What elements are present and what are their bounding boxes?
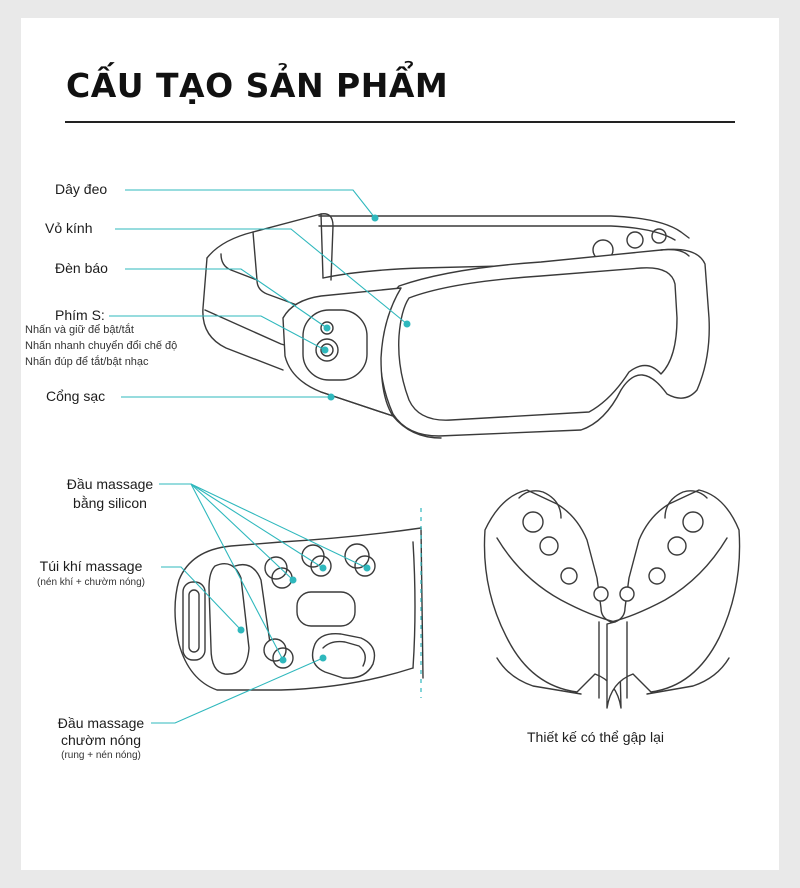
label-key-line2: Nhấn nhanh chuyển đổi chế độ — [25, 340, 178, 352]
inner-cushion-view — [174, 508, 424, 698]
infographic-page: CẤU TẠO SẢN PHẨM Dây đeo Vỏ kính Đèn báo… — [21, 18, 779, 870]
label-shell: Vỏ kính — [45, 220, 93, 236]
label-indicator: Đèn báo — [55, 260, 108, 276]
label-silicone-line1: Đầu massage — [66, 476, 154, 492]
label-heated-line1: Đầu massage — [57, 715, 145, 731]
title-divider — [65, 121, 735, 123]
page-title: CẤU TẠO SẢN PHẨM — [66, 66, 449, 105]
label-airbag-title: Túi khí massage — [39, 558, 143, 574]
diagram-art: .ink { fill: none; stroke: #3a3a3a; stro… — [109, 189, 741, 724]
leader-lines — [109, 189, 411, 724]
label-key-title: Phím S: — [55, 307, 105, 323]
label-heated-sub: (rung + nén nóng) — [61, 750, 141, 761]
label-strap: Dây đeo — [55, 181, 108, 197]
folded-device-view — [483, 489, 741, 709]
label-charge-port: Cổng sạc — [46, 388, 106, 404]
label-key-line3: Nhấn đúp để tắt/bật nhạc — [25, 356, 149, 368]
eye-massager-side-view — [202, 213, 710, 439]
label-key-line1: Nhấn và giữ để bật/tắt — [25, 324, 134, 336]
label-foldable: Thiết kế có thể gập lại — [527, 729, 664, 745]
label-airbag-sub: (nén khí + chườm nóng) — [36, 577, 146, 588]
label-silicone-line2: bằng silicon — [73, 495, 147, 511]
label-heated-line2: chườm nóng — [60, 732, 142, 748]
